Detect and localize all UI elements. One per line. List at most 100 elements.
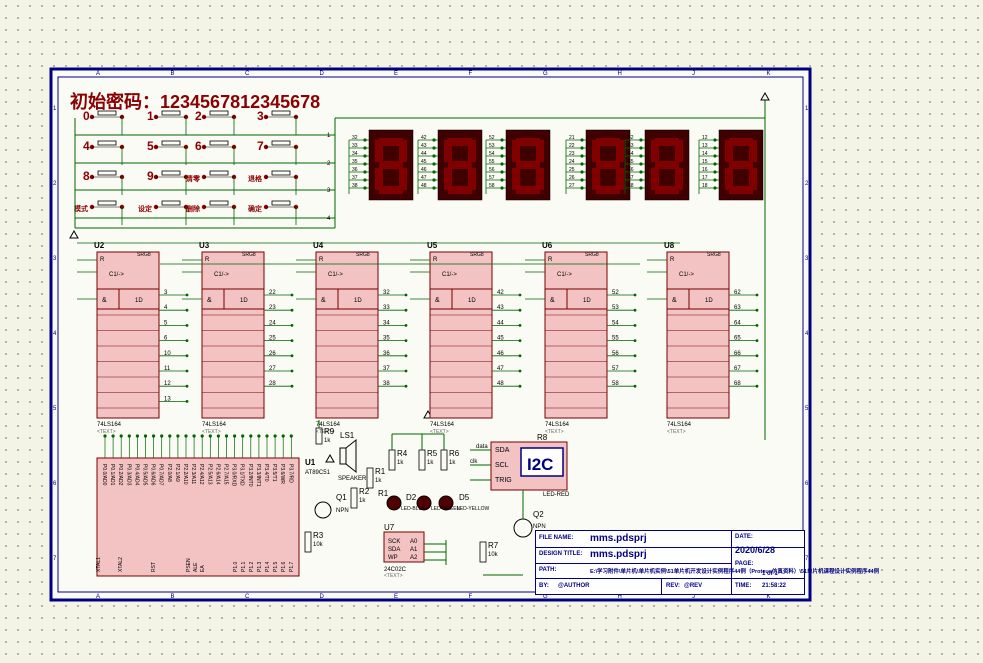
led-d2-body	[416, 495, 432, 511]
key-button	[161, 200, 181, 206]
shift-register-text: <TEXT>	[667, 429, 686, 435]
border-col-label: G	[543, 594, 548, 600]
mcu-pin-label: EA	[200, 565, 206, 572]
shift-register-out-dot	[404, 369, 408, 373]
display-segment	[379, 138, 403, 146]
display-pin-label: 42	[421, 135, 427, 141]
resistor-r9-value: 1k	[324, 438, 331, 444]
display-segment	[749, 140, 757, 162]
border-col-label: E	[394, 71, 398, 77]
display-pin-dot	[639, 162, 643, 166]
shift-register-srg: SRG8	[707, 252, 721, 258]
mcu-pin-label: P0.5/AD5	[142, 464, 148, 486]
display-segment	[399, 140, 407, 162]
display-segment	[655, 161, 679, 169]
shift-register-part: 74LS164	[545, 422, 570, 428]
shift-register-srg: SRG8	[585, 252, 599, 258]
key-button	[97, 200, 117, 206]
mcu-pin-label: P2.4/A12	[198, 464, 204, 485]
border-col-label: J	[692, 71, 695, 77]
mcu-pin-dot	[152, 434, 156, 438]
display-pin-label: 47	[421, 175, 427, 181]
border-row-label: 1	[53, 106, 57, 112]
display-pin-dot	[639, 154, 643, 158]
border-col-label: K	[767, 594, 771, 600]
mcu-pin-dot	[168, 434, 172, 438]
shift-register-out-pin: 54	[612, 320, 619, 326]
resistor-r4-value: 1k	[397, 460, 404, 466]
key-label: 退格	[248, 174, 263, 183]
shift-register-out-dot	[290, 293, 294, 297]
display-pin-label: 35	[352, 159, 358, 165]
display-pin-label: 52	[489, 135, 495, 141]
shift-register-pin-r: R	[670, 257, 675, 263]
mcu-ref: U1	[305, 458, 316, 467]
border-col-label: B	[171, 71, 175, 77]
key-button	[97, 140, 117, 146]
display-segment	[675, 140, 683, 162]
key-label: 清零	[186, 174, 201, 183]
mcu-body	[96, 457, 300, 577]
display-pin-label: 23	[569, 151, 575, 157]
eeprom-u7-pin: A0	[410, 539, 418, 545]
display-pin-dot	[500, 162, 504, 166]
shift-register-d: 1D	[354, 298, 362, 304]
mcu-pin-label: P2.2/A10	[182, 464, 188, 485]
shift-register-text: <TEXT>	[202, 429, 221, 435]
resistor-r6-value: 1k	[449, 460, 456, 466]
path-value: E:\学习附件\单片机\单片机实例\51单片机开发设计实例程序44例（Prote…	[590, 569, 880, 575]
shift-register-out-pin: 58	[612, 381, 619, 387]
display-pin-dot	[432, 170, 436, 174]
display-pin-label: 46	[421, 167, 427, 173]
display-pin-dot	[432, 186, 436, 190]
key-button	[271, 140, 291, 146]
display-pin-label: 67	[628, 175, 634, 181]
shift-register-body	[666, 251, 730, 419]
border-row-label: 4	[805, 331, 809, 337]
display-pin-label: 53	[489, 143, 495, 149]
transistor-q1-ref: Q1	[336, 493, 347, 502]
page-label: PAGE:	[735, 561, 754, 567]
shift-register-srg: SRG8	[137, 252, 151, 258]
display-pin-label: 44	[421, 151, 427, 157]
shift-register-out-pin: 56	[612, 351, 619, 357]
display-pin-dot	[639, 178, 643, 182]
i2c-net-data: data	[476, 444, 488, 450]
shift-register-text: <TEXT>	[316, 429, 335, 435]
key-label: 设定	[138, 204, 152, 213]
display-pin-label: 62	[628, 135, 634, 141]
design-title-label: DESIGN TITLE:	[539, 551, 583, 557]
mcu-pin-dot	[208, 434, 212, 438]
shift-register-out-pin: 24	[269, 320, 276, 326]
shift-register-out-dot	[518, 384, 522, 388]
display-pin-dot	[363, 178, 367, 182]
i2c-debugger-label-box	[520, 447, 564, 477]
display-pin-dot	[580, 138, 584, 142]
display-pin-label: 63	[628, 143, 634, 149]
resistor-r1-body	[366, 467, 374, 489]
shift-register-pin-r: R	[205, 257, 210, 263]
resistor-r7-body	[479, 541, 487, 563]
display-pin-dot	[713, 162, 717, 166]
display-pin-dot	[713, 178, 717, 182]
key-label: 确定	[248, 204, 262, 213]
shift-register-out-pin: 23	[269, 305, 276, 311]
page-value: 1 of 1	[762, 571, 778, 577]
display-pin-dot	[580, 154, 584, 158]
display-pin-label: 54	[489, 151, 495, 157]
speaker-cone	[345, 438, 357, 474]
display-pin-label: 15	[702, 159, 708, 165]
key-button	[271, 200, 291, 206]
shift-register-out-pin: 65	[734, 336, 741, 342]
shift-register-out-dot	[518, 339, 522, 342]
shift-register-pin-clk: C1/->	[328, 272, 343, 278]
display-pin-dot	[713, 146, 717, 150]
border-row-label: 7	[53, 556, 57, 562]
display-pin-label: 17	[702, 175, 708, 181]
shift-register-out-dot	[290, 324, 294, 327]
display-pin-label: 34	[352, 151, 358, 157]
shift-register-out-pin: 42	[497, 290, 504, 296]
